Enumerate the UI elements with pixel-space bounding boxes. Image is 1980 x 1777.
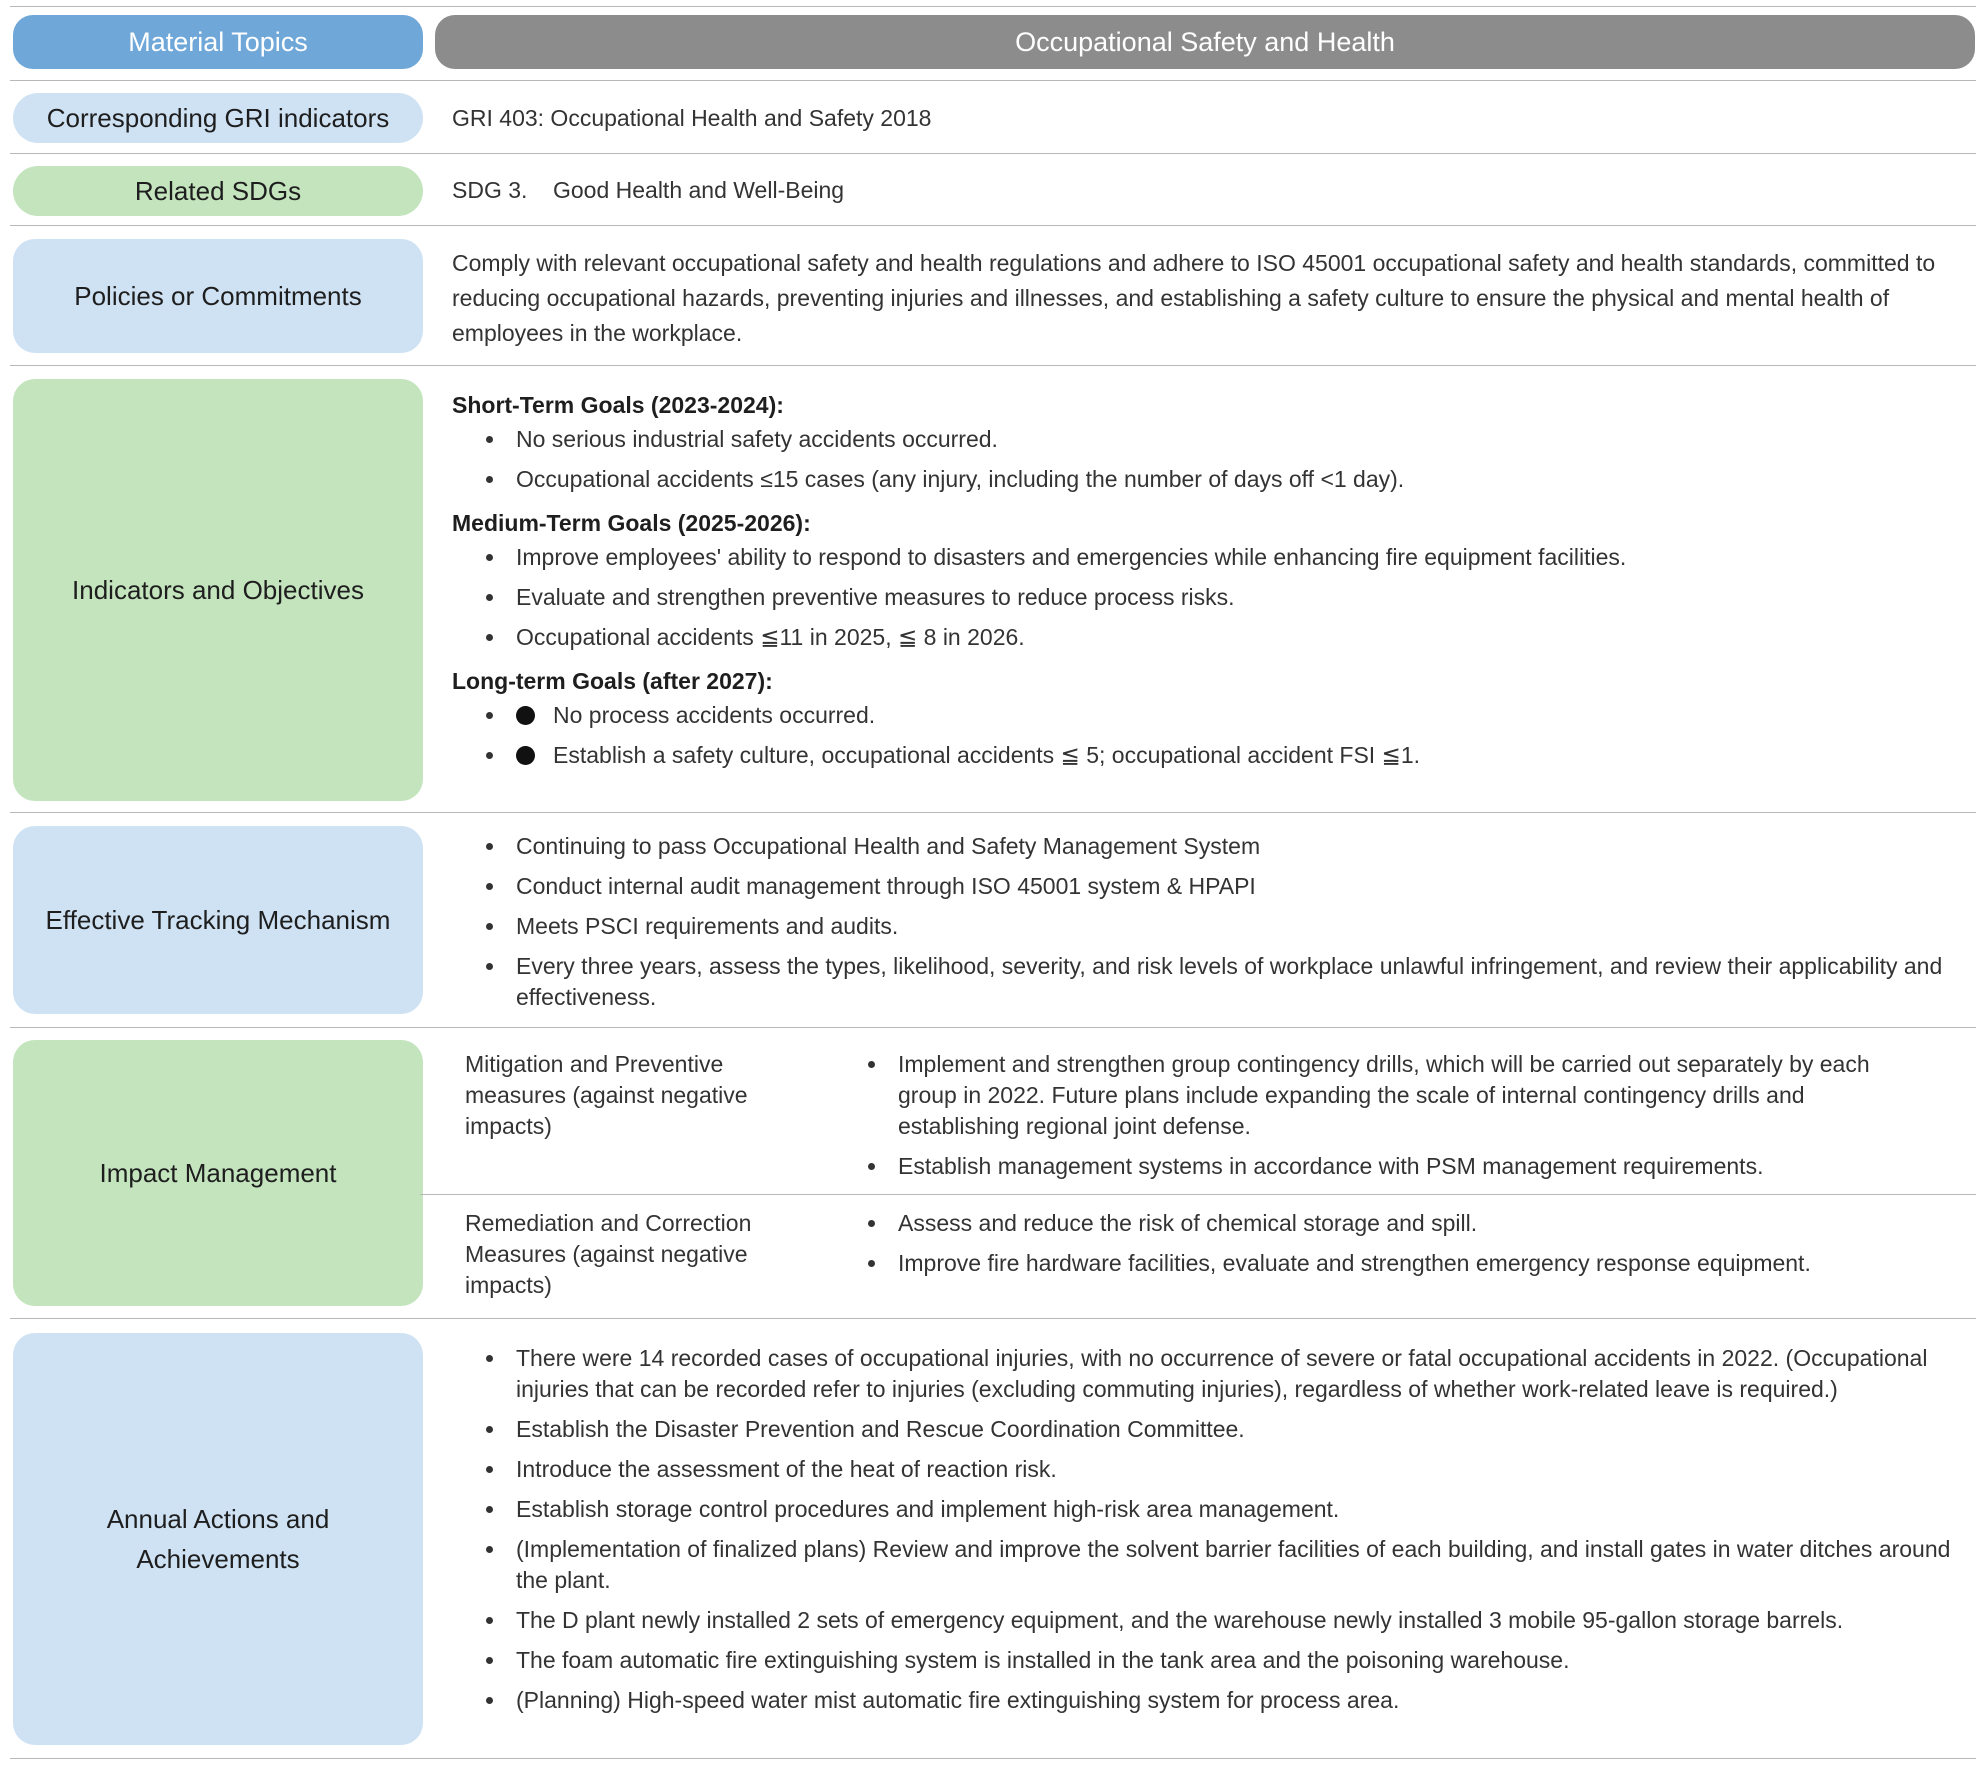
list-item: Establish management systems in accordan… [852,1151,1922,1182]
mitigation-list: Implement and strengthen group contingen… [852,1049,1922,1191]
list-item: Establish the Disaster Prevention and Re… [452,1414,1952,1445]
policies-text: Comply with relevant occupational safety… [452,250,1936,346]
long-term-heading: Long-term Goals (after 2027): [452,668,773,694]
list-item: Improve fire hardware facilities, evalua… [852,1248,1922,1279]
divider [10,1027,1976,1028]
divider [10,1318,1976,1319]
bullet-dot-icon [516,746,535,765]
short-term-heading: Short-Term Goals (2023-2024): [452,392,784,418]
divider [10,225,1976,226]
list-item: Introduce the assessment of the heat of … [452,1454,1952,1485]
divider [10,812,1976,813]
short-term-list: No serious industrial safety accidents o… [452,424,1952,495]
divider [10,80,1976,81]
remediation-label: Remediation and Correction Measures (aga… [465,1210,752,1298]
policies-label: Policies or Commitments [13,239,423,353]
medium-term-heading: Medium-Term Goals (2025-2026): [452,510,811,536]
annual-list: There were 14 recorded cases of occupati… [452,1343,1952,1716]
list-item: Evaluate and strengthen preventive measu… [452,582,1952,613]
topic-title-header: Occupational Safety and Health [435,15,1975,69]
sdg-value: SDG 3. Good Health and Well-Being [452,177,845,203]
list-item: Occupational accidents ≤15 cases (any in… [452,464,1952,495]
impact-label: Impact Management [13,1040,423,1306]
tracking-content: Continuing to pass Occupational Health a… [452,831,1952,1022]
remediation-list: Assess and reduce the risk of chemical s… [852,1208,1922,1288]
annual-content: There were 14 recorded cases of occupati… [452,1343,1952,1725]
sdg-label: Related SDGs [13,166,423,216]
list-item: There were 14 recorded cases of occupati… [452,1343,1952,1405]
list-item-text: No process accidents occurred. [553,702,876,728]
list-item: Occupational accidents ≦11 in 2025, ≦ 8 … [452,622,1952,653]
list-item: No process accidents occurred. [452,700,1952,731]
indicators-label: Indicators and Objectives [13,379,423,801]
divider [10,365,1976,366]
list-item: Establish storage control procedures and… [452,1494,1952,1525]
mitigation-label: Mitigation and Preventive measures (agai… [465,1051,748,1139]
list-item: The foam automatic fire extinguishing sy… [452,1645,1952,1676]
tracking-label: Effective Tracking Mechanism [13,826,423,1014]
bullet-dot-icon [516,706,535,725]
list-item: Assess and reduce the risk of chemical s… [852,1208,1922,1239]
list-item: Implement and strengthen group contingen… [852,1049,1922,1142]
divider [10,1758,1976,1759]
gri-value: GRI 403: Occupational Health and Safety … [452,105,932,131]
tracking-list: Continuing to pass Occupational Health a… [452,831,1952,1013]
gri-label: Corresponding GRI indicators [13,93,423,143]
list-item: No serious industrial safety accidents o… [452,424,1952,455]
long-term-list: No process accidents occurred. Establish… [452,700,1952,771]
annual-label: Annual Actions and Achievements [13,1333,423,1745]
list-item: Every three years, assess the types, lik… [452,951,1952,1013]
list-item: Conduct internal audit management throug… [452,871,1952,902]
material-topics-header: Material Topics [13,15,423,69]
indicators-content: Short-Term Goals (2023-2024): No serious… [452,386,1952,780]
divider [10,153,1976,154]
list-item: Meets PSCI requirements and audits. [452,911,1952,942]
list-item: The D plant newly installed 2 sets of em… [452,1605,1952,1636]
list-item: Improve employees' ability to respond to… [452,542,1952,573]
divider [10,6,1976,7]
list-item: (Implementation of finalized plans) Revi… [452,1534,1952,1596]
list-item: Continuing to pass Occupational Health a… [452,831,1952,862]
medium-term-list: Improve employees' ability to respond to… [452,542,1952,653]
list-item: (Planning) High-speed water mist automat… [452,1685,1952,1716]
list-item-text: Establish a safety culture, occupational… [553,742,1421,768]
list-item: Establish a safety culture, occupational… [452,740,1952,771]
divider [420,1194,1976,1195]
